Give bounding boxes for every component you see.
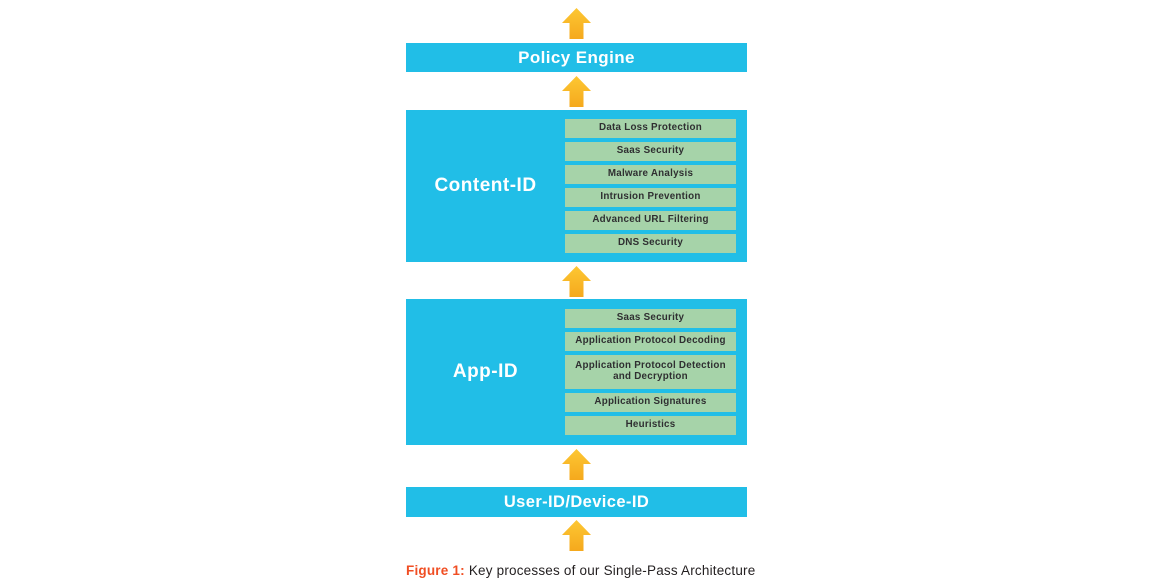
figure-caption-text: Key processes of our Single-Pass Archite… — [468, 563, 756, 578]
up-arrow-icon — [562, 449, 591, 480]
process-item: Heuristics — [565, 416, 736, 435]
figure-caption-prefix: Figure 1: — [406, 563, 465, 578]
layer-label: App-ID — [452, 361, 519, 382]
process-item: Intrusion Prevention — [565, 188, 736, 207]
process-item: Saas Security — [565, 142, 736, 161]
process-item: Application Protocol Detection and Decry… — [565, 355, 736, 389]
layer-label: User-ID/Device-ID — [503, 492, 650, 511]
layer-label: Content-ID — [434, 175, 537, 196]
layer-app-id: App-ID Saas Security Application Protoco… — [406, 299, 747, 445]
up-arrow-icon — [562, 76, 591, 107]
up-arrow-icon — [562, 8, 591, 39]
layer-label: Policy Engine — [518, 47, 635, 67]
process-item: Saas Security — [565, 309, 736, 328]
process-list: Saas Security Application Protocol Decod… — [565, 299, 736, 445]
layer-content-id: Content-ID Data Loss Protection Saas Sec… — [406, 110, 747, 262]
process-item: Application Protocol Decoding — [565, 332, 736, 351]
process-item: Malware Analysis — [565, 165, 736, 184]
figure-caption: Figure 1:Key processes of our Single-Pas… — [406, 563, 755, 578]
layer-user-id-device-id: User-ID/Device-ID — [406, 487, 747, 517]
process-item: Advanced URL Filtering — [565, 211, 736, 230]
process-item: Data Loss Protection — [565, 119, 736, 138]
up-arrow-icon — [562, 520, 591, 551]
up-arrow-icon — [562, 266, 591, 297]
process-list: Data Loss Protection Saas Security Malwa… — [565, 110, 736, 262]
diagram-stack: Policy Engine Content-ID Data Loss Prote… — [406, 0, 755, 588]
process-item: DNS Security — [565, 234, 736, 253]
layer-policy-engine: Policy Engine — [406, 43, 747, 72]
process-item: Application Signatures — [565, 393, 736, 412]
